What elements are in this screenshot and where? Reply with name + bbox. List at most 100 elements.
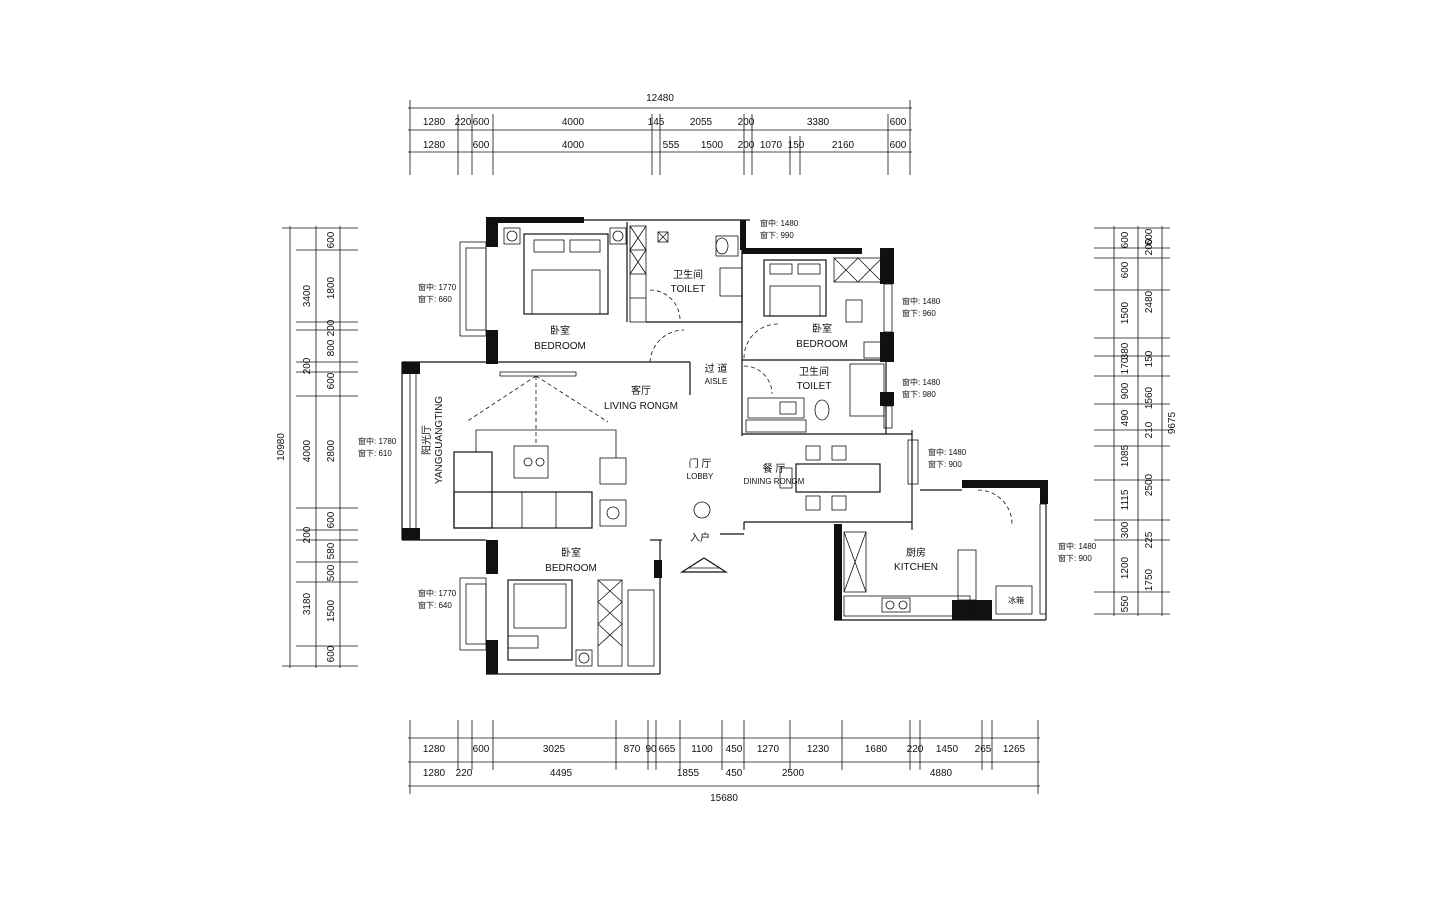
- right-dim: 210: [1144, 421, 1155, 438]
- left-dim: 600: [326, 231, 337, 248]
- left-dim: 800: [326, 339, 337, 356]
- room-labels: 卧室 BEDROOM 卫生间 TOILET 卧室 BEDROOM 过 道 AIS…: [420, 268, 938, 574]
- dining-table: [779, 445, 881, 511]
- kitchen-counter: 冰箱: [843, 531, 1033, 617]
- top-dim: 600: [473, 117, 490, 128]
- bottom-dim: 4495: [550, 768, 573, 779]
- room-aisle-en: AISLE: [705, 377, 728, 386]
- bottom-dim: 1265: [1003, 744, 1026, 755]
- top-dim: 200: [738, 117, 755, 128]
- room-bedroom-bottom-en: BEDROOM: [545, 563, 597, 574]
- top-dimension-chain: 12480 1280 220 600 4000 145 2055 200 338…: [408, 93, 912, 175]
- room-living-en: LIVING RONGM: [604, 401, 678, 412]
- bottom-dim: 665: [659, 744, 676, 755]
- bed-top-left: [503, 227, 627, 315]
- left-dim: 580: [326, 542, 337, 559]
- bottom-dim: 4880: [930, 768, 953, 779]
- top-dim: 600: [473, 140, 490, 151]
- right-dim: 1560: [1144, 386, 1155, 409]
- window-note-mid: 窗中: 1780: [358, 436, 397, 446]
- room-aisle-cn: 过 道: [705, 362, 728, 375]
- bottom-dim: 1680: [865, 744, 888, 755]
- room-sunroom-cn: 阳光厅: [420, 425, 433, 455]
- left-dim: 200: [326, 319, 337, 336]
- right-dim: 150: [1144, 350, 1155, 367]
- bottom-dim: 870: [624, 744, 641, 755]
- right-dim: 1200: [1120, 556, 1131, 579]
- right-dim: 1750: [1144, 568, 1155, 591]
- room-bedroom-bottom-cn: 卧室: [561, 546, 581, 559]
- top-dim: 145: [648, 117, 665, 128]
- left-dim: 3180: [302, 592, 313, 615]
- toilet-fixtures-right: [745, 363, 885, 433]
- right-dim: 600: [1144, 228, 1155, 245]
- right-dim: 225: [1144, 531, 1155, 548]
- right-dimension-chain: 9675 600 600 1500 380 170 900 490 1085 1…: [1094, 226, 1178, 616]
- windows: [459, 241, 1047, 651]
- left-dim: 600: [326, 511, 337, 528]
- top-dim: 1500: [701, 140, 724, 151]
- room-kitchen-en: KITCHEN: [894, 562, 938, 573]
- right-dim: 2480: [1144, 290, 1155, 313]
- top-dim: 1280: [423, 117, 446, 128]
- window-note-mid: 窗中: 1480: [902, 377, 941, 387]
- left-dim: 1500: [326, 599, 337, 622]
- room-dining-cn: 餐 厅: [763, 462, 786, 475]
- window-note-mid: 窗中: 1480: [1058, 541, 1097, 551]
- bottom-dim: 450: [726, 768, 743, 779]
- right-total-dim: 9675: [1167, 411, 1178, 434]
- bottom-dim: 2500: [782, 768, 805, 779]
- room-sunroom-en: YANGGUANGTING: [434, 396, 445, 484]
- walls: [401, 217, 1048, 675]
- wardrobe-top: [629, 225, 647, 323]
- left-dim: 600: [326, 372, 337, 389]
- window-note-mid: 窗中: 1480: [760, 218, 799, 228]
- window-note-low: 窗下: 960: [902, 308, 936, 318]
- bottom-dim: 450: [726, 744, 743, 755]
- room-toilet-right-en: TOILET: [797, 381, 832, 392]
- right-dim: 200: [1144, 238, 1155, 255]
- door-swings: [649, 289, 1013, 525]
- toilet-fixtures-top: [657, 231, 743, 297]
- right-dim: 170: [1120, 357, 1131, 374]
- left-total-dim: 10980: [276, 433, 287, 461]
- right-dim: 490: [1120, 409, 1131, 426]
- right-dim: 550: [1120, 595, 1131, 612]
- window-note-mid: 窗中: 1480: [928, 447, 967, 457]
- left-dim: 4000: [302, 439, 313, 462]
- window-note-low: 窗下: 900: [928, 459, 962, 469]
- bottom-dim: 220: [456, 768, 473, 779]
- top-total-dim: 12480: [646, 93, 674, 104]
- top-dim: 150: [788, 140, 805, 151]
- right-dim: 380: [1120, 342, 1131, 359]
- entry-label: 入户: [690, 531, 710, 544]
- room-dining-en: DINING RONGM: [744, 477, 805, 486]
- bottom-dim: 3025: [543, 744, 566, 755]
- right-dim: 600: [1120, 231, 1131, 248]
- left-dimension-chain: 10980 3400 200 4000 200 3180 600 1800 20…: [276, 226, 358, 668]
- window-note-mid: 窗中: 1480: [902, 296, 941, 306]
- right-dim: 900: [1120, 382, 1131, 399]
- right-dim: 300: [1120, 521, 1131, 538]
- room-bedroom-top-en: BEDROOM: [534, 341, 586, 352]
- top-dim: 3380: [807, 117, 830, 128]
- room-living-cn: 客厅: [631, 384, 651, 397]
- bottom-dimension-chain: 1280 600 3025 870 90 665 1100 450 1270 1…: [408, 720, 1040, 804]
- room-kitchen-cn: 厨房: [906, 546, 926, 559]
- bottom-dim: 1280: [423, 768, 446, 779]
- bed-right: [763, 257, 883, 359]
- room-lobby-en: LOBBY: [687, 472, 714, 481]
- top-dim: 2055: [690, 117, 713, 128]
- left-dim: 600: [326, 645, 337, 662]
- right-dim: 2500: [1144, 473, 1155, 496]
- room-lobby-cn: 门 厅: [689, 457, 712, 470]
- top-dim: 4000: [562, 140, 585, 151]
- room-toilet-right-cn: 卫生间: [799, 365, 829, 378]
- room-bedroom-top-cn: 卧室: [550, 324, 570, 337]
- room-toilet-top-en: TOILET: [671, 284, 706, 295]
- right-dim: 1085: [1120, 444, 1131, 467]
- window-note-low: 窗下: 900: [1058, 553, 1092, 563]
- top-dim: 555: [663, 140, 680, 151]
- left-dim: 200: [302, 357, 313, 374]
